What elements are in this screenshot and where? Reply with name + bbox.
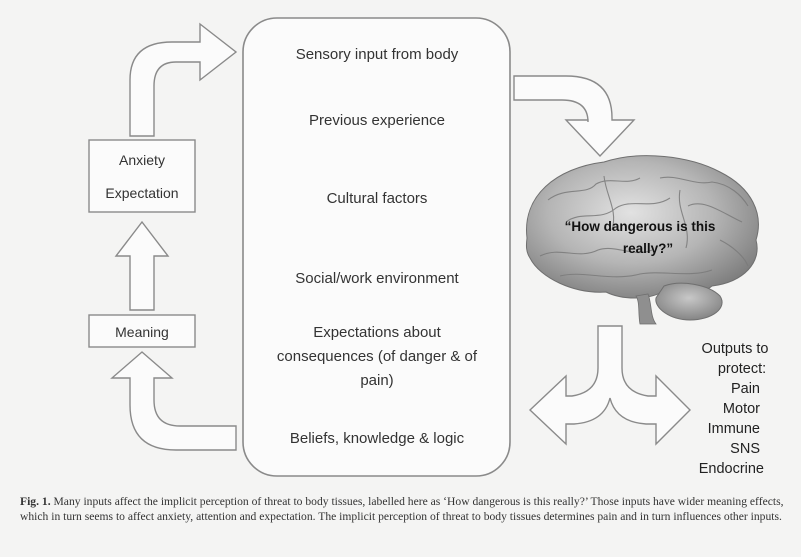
output-immune: Immune [708,421,760,437]
meaning-label: Meaning [115,324,169,340]
brain-image [525,155,759,325]
brain-question-line1: “How dangerous is this [565,219,716,234]
curved-arrow-panel-to-meaning [110,351,237,451]
inputs-panel [242,17,511,477]
input-expectations-line2: consequences (of danger & of [277,348,478,365]
output-pain: Pain [731,381,760,397]
input-sensory: Sensory input from body [296,46,459,63]
figure-caption: Fig. 1. Many inputs affect the implicit … [20,494,790,524]
outputs-heading-line1: Outputs to [702,341,769,357]
meaning-box [88,314,196,348]
output-endocrine: Endocrine [699,461,764,477]
brain-question-line2: really?” [623,241,673,256]
outputs-heading-line2: protect: [718,361,766,377]
up-arrow-meaning-to-anxiety [114,220,170,311]
diagram: Sensory input from body Previous experie… [88,17,769,477]
anxiety-label: Anxiety [119,152,165,168]
curved-arrow-to-panel [129,22,238,137]
output-motor: Motor [723,401,760,417]
expectation-label: Expectation [105,185,178,201]
curved-arrow-panel-to-brain [513,75,636,158]
figure-label: Fig. 1. [20,495,51,508]
input-expectations-line3: pain) [360,372,393,389]
input-expectations-line1: Expectations about [313,324,441,341]
input-cultural: Cultural factors [327,190,428,207]
input-social-work: Social/work environment [295,270,459,287]
input-previous-experience: Previous experience [309,112,445,129]
output-sns: SNS [730,441,760,457]
split-output-arrow [528,325,691,446]
figure-caption-text: Many inputs affect the implicit percepti… [20,495,784,523]
anxiety-expectation-box [88,139,196,213]
input-beliefs: Beliefs, knowledge & logic [290,430,465,447]
